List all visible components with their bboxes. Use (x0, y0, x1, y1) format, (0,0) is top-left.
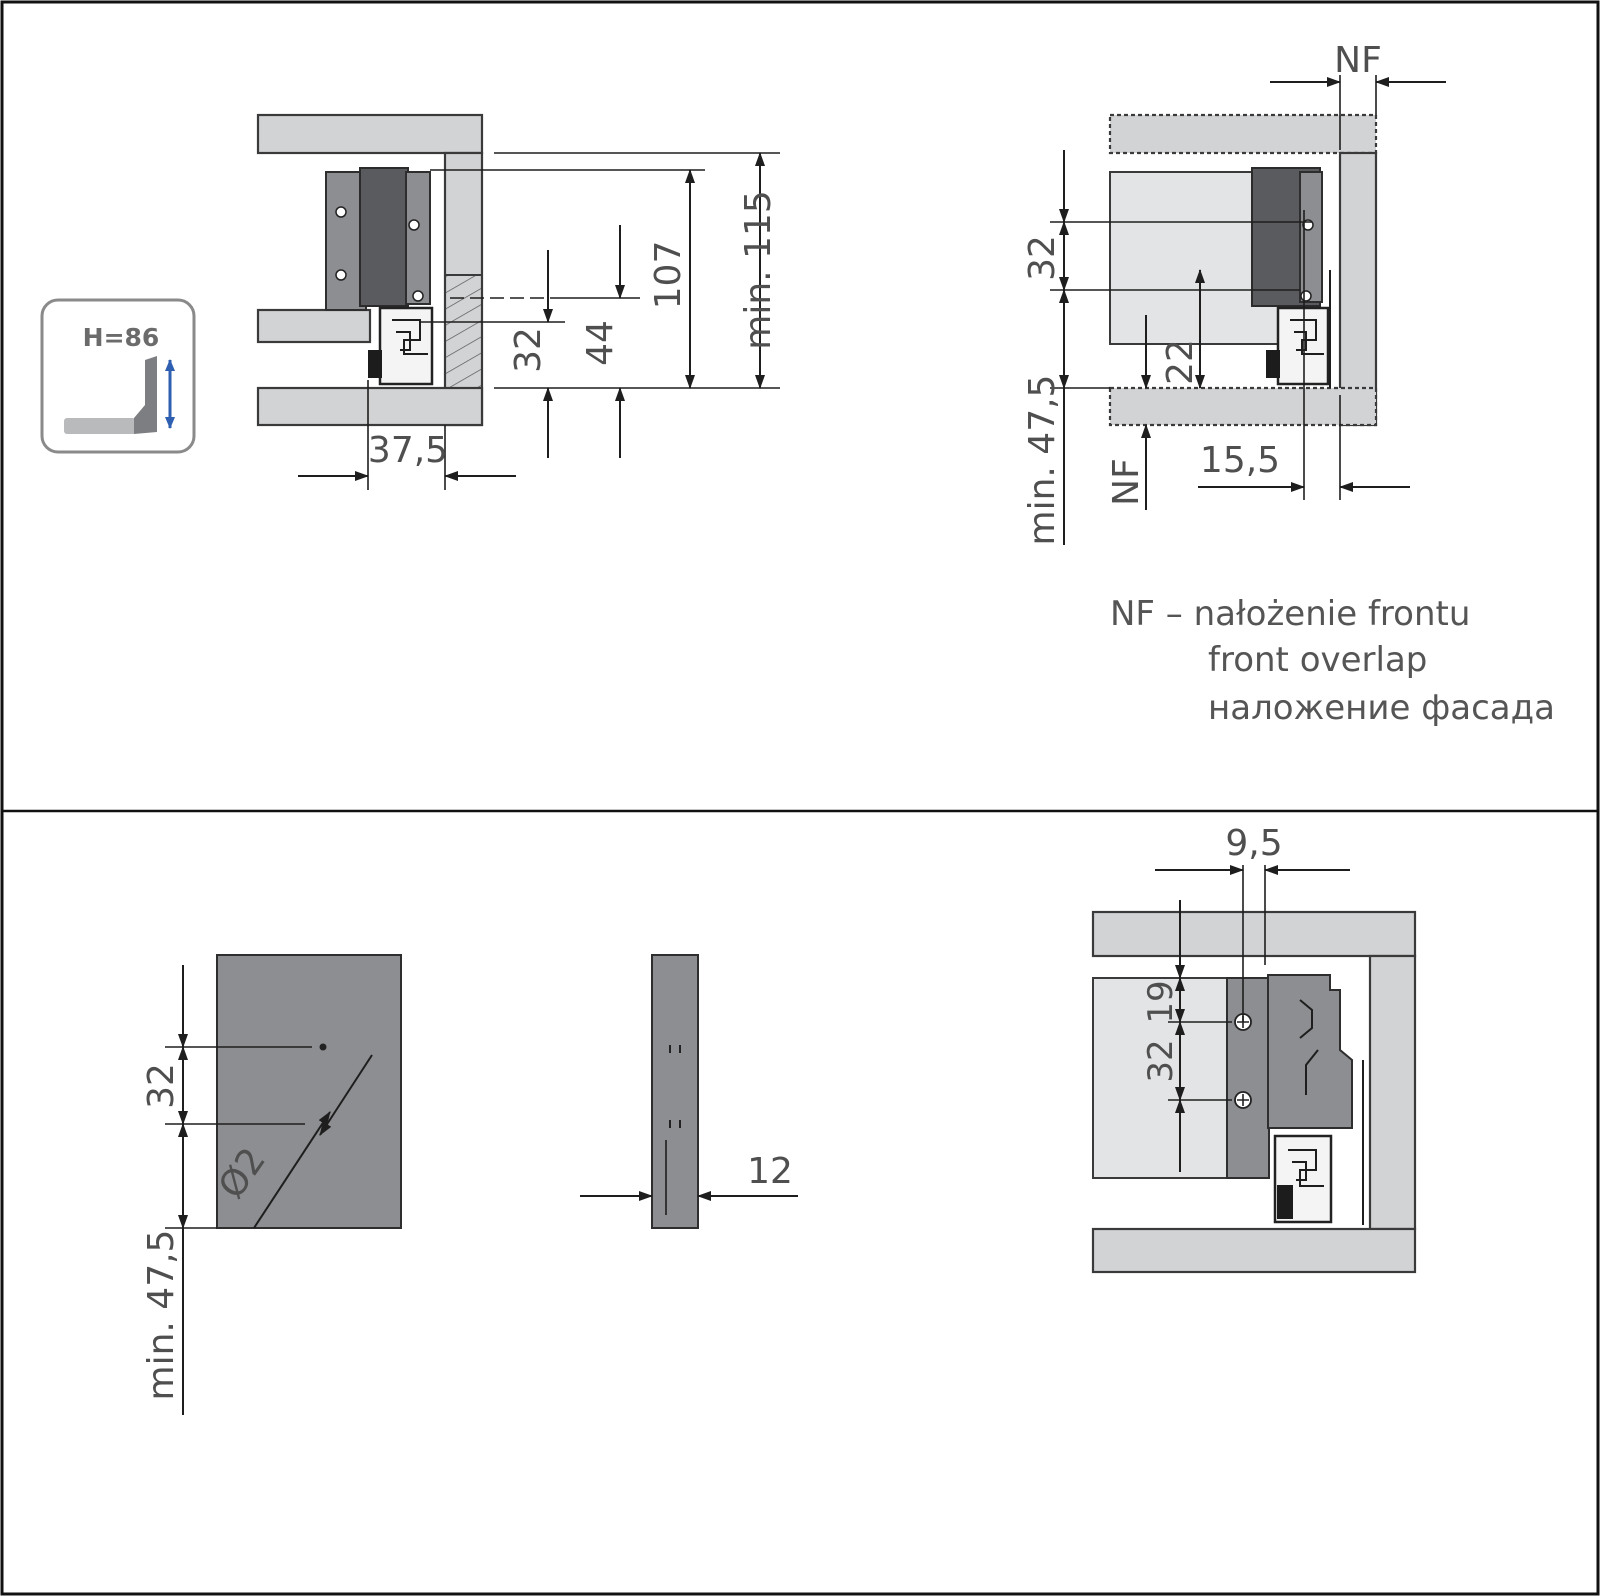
front-panel (1338, 151, 1378, 427)
dim-375-label: 37,5 (368, 430, 448, 471)
diameter-leader-lower (253, 1111, 331, 1229)
runner-clip (1299, 171, 1323, 303)
top-panel (1108, 113, 1378, 155)
dim-155-label: 15,5 (1200, 440, 1280, 481)
rail-roller (1266, 350, 1280, 378)
dim-19-label: 19 (1141, 980, 1181, 1023)
rail-roller (1277, 1185, 1293, 1219)
dim-32-label: 32 (1022, 235, 1063, 281)
dim-min475-label: min. 47,5 (1022, 375, 1063, 546)
runner-mechanism-detail (1299, 999, 1319, 1095)
bottom-panel (1108, 386, 1378, 427)
view-top-right: NF 32 min. 47,5 22 NF 15,5 NF – nałożeni… (1022, 40, 1555, 728)
drawer-front-panel (216, 954, 402, 1229)
drawer-bottom-panel (256, 308, 372, 344)
dim-107-label: 107 (648, 241, 689, 310)
legend-line-1: NF – nałożenie frontu (1110, 594, 1470, 634)
screw-hole-lower (335, 269, 347, 281)
rail-roller (368, 350, 382, 378)
mounting-plate (1226, 977, 1270, 1179)
legend-line-3: наложение фасада (1208, 688, 1555, 728)
runner-housing (359, 167, 409, 307)
dim-32-label: 32 (141, 1063, 182, 1109)
runner-clip (405, 171, 431, 305)
badge-drawer-side-shape (134, 356, 157, 434)
clip-screw (408, 219, 420, 231)
dim-22-label: 22 (1160, 339, 1201, 385)
height-badge: H=86 (40, 298, 196, 454)
clip-pin (412, 290, 424, 302)
dim-32-label: 32 (508, 327, 549, 373)
view-bottom-right: 9,5 19 32 (1091, 823, 1417, 1274)
bottom-panel (256, 386, 484, 427)
badge-label: H=86 (83, 323, 160, 352)
runner-housing (1267, 974, 1353, 1129)
drill-point (319, 1043, 327, 1051)
dim-12-label: 12 (747, 1151, 793, 1192)
view-bottom-middle: 12 (580, 954, 798, 1229)
dim-nf-bottom-label: NF (1106, 458, 1147, 506)
screw-hole-upper (335, 206, 347, 218)
rail-profile-detail (1288, 1149, 1324, 1187)
view-bottom-left: 32 min. 47,5 Ø2 (141, 954, 402, 1415)
view-top-left: min. 115 107 44 32 37,5 (256, 113, 780, 490)
dim-nf-top-label: NF (1334, 40, 1382, 81)
legend-line-2: front overlap (1208, 640, 1427, 680)
top-panel (256, 113, 484, 155)
side-panel (1368, 954, 1417, 1231)
dim-min115-label: min. 115 (738, 190, 779, 350)
dim-32-label: 32 (1141, 1039, 1181, 1082)
panel-edge-view (651, 954, 699, 1229)
badge-drawer-bottom-shape (64, 418, 136, 434)
dim-95-label: 9,5 (1225, 823, 1282, 864)
screw-lower-cross (1237, 1094, 1249, 1106)
clip-pin (1300, 290, 1312, 302)
rail-profile-detail (392, 319, 428, 355)
bottom-panel (1091, 1227, 1417, 1274)
dim-44-label: 44 (580, 320, 621, 366)
rail-profile-detail (1290, 319, 1324, 355)
top-panel (1091, 910, 1417, 958)
dim-min475-label: min. 47,5 (141, 1230, 182, 1401)
